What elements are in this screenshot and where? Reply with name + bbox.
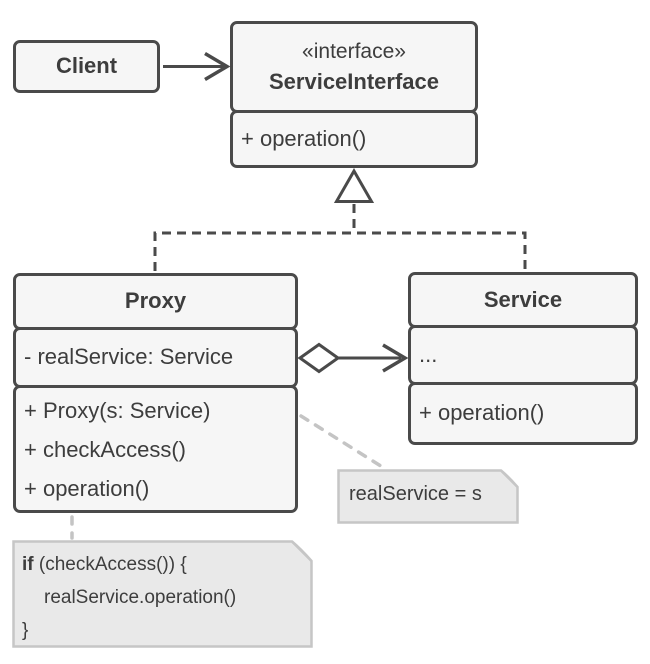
method-item: + checkAccess() bbox=[24, 437, 186, 462]
class-name-client: Client bbox=[55, 53, 118, 79]
note-shape bbox=[12, 540, 313, 648]
aggregation-diamond-arrow bbox=[297, 342, 409, 374]
note-code: if (checkAccess()) { realService.operati… bbox=[12, 540, 313, 648]
class-title-proxy: Proxy bbox=[13, 273, 298, 330]
code-keyword-if: if bbox=[22, 554, 34, 575]
attribute-item: - realService: Service bbox=[24, 344, 234, 370]
note-code-text: if (checkAccess()) { realService.operati… bbox=[12, 540, 313, 647]
methods-compartment-service: + operation() bbox=[408, 382, 638, 445]
code-line-1: if (checkAccess()) { bbox=[22, 548, 313, 581]
attribute-item: ... bbox=[419, 341, 438, 367]
class-name-service-interface: ServiceInterface bbox=[269, 68, 439, 94]
method-item: + operation() bbox=[241, 125, 367, 151]
class-box-proxy: Proxy - realService: Service + Proxy(s: … bbox=[13, 273, 298, 513]
class-box-client: Client bbox=[13, 40, 160, 93]
class-title-service: Service bbox=[408, 272, 638, 328]
realization-triangle-arrow bbox=[333, 167, 375, 233]
realization-dashed-connector bbox=[153, 231, 527, 271]
attributes-compartment-proxy: - realService: Service bbox=[13, 327, 298, 388]
code-line-3: } bbox=[22, 620, 29, 641]
attributes-compartment-service: ... bbox=[408, 325, 638, 385]
method-item: + operation() bbox=[24, 476, 150, 501]
class-title-client: Client bbox=[13, 40, 160, 93]
code-line-2: realService.operation() bbox=[44, 587, 237, 608]
code-line-1-rest: (checkAccess()) { bbox=[33, 554, 187, 575]
methods-compartment-proxy: + Proxy(s: Service) + checkAccess() + op… bbox=[13, 385, 298, 513]
client-association-arrow bbox=[163, 51, 231, 82]
note-shape bbox=[337, 469, 519, 524]
note-fold-corner bbox=[291, 540, 313, 562]
class-title-service-interface: «interface» ServiceInterface bbox=[230, 21, 478, 113]
class-name-proxy: Proxy bbox=[124, 288, 187, 314]
method-item: + Proxy(s: Service) bbox=[24, 398, 211, 423]
note-connector-assignment bbox=[299, 414, 386, 470]
class-box-service-interface: «interface» ServiceInterface + operation… bbox=[230, 21, 478, 168]
class-box-service: Service ... + operation() bbox=[408, 272, 638, 445]
stereotype-label: «interface» bbox=[302, 40, 406, 64]
method-item: + operation() bbox=[419, 400, 545, 426]
note-fold-corner bbox=[500, 469, 519, 488]
note-assignment-text: realService = s bbox=[349, 483, 482, 505]
class-name-service: Service bbox=[483, 286, 563, 312]
note-assignment: realService = s bbox=[337, 469, 519, 524]
methods-compartment-service-interface: + operation() bbox=[230, 110, 478, 168]
